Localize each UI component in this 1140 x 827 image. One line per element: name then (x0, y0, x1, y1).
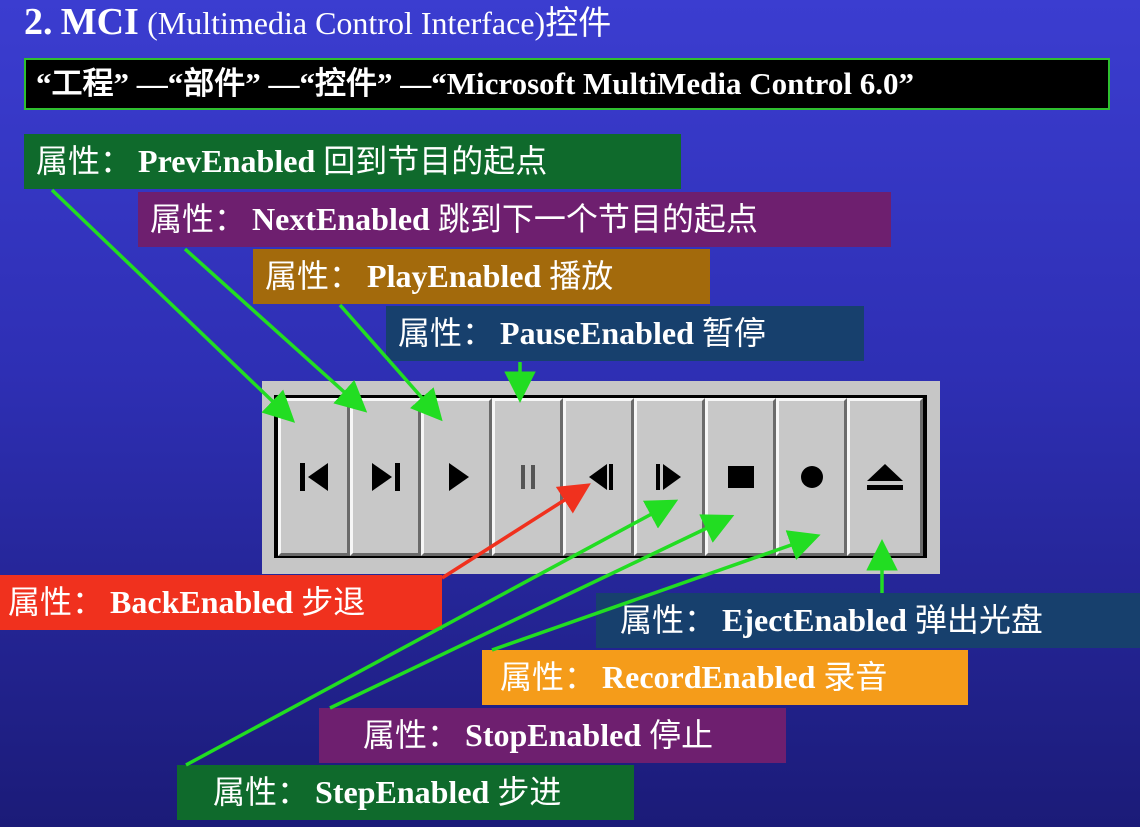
label-desc: 弹出光盘 (914, 602, 1043, 638)
prev-button[interactable] (278, 398, 350, 556)
back-icon (588, 464, 613, 490)
label-prefix: 属性 (398, 315, 463, 351)
label-prefix: 属性 (620, 602, 685, 638)
title-number: 2. (24, 1, 53, 43)
label-colon: ： (100, 143, 133, 179)
label-prev-enabled: 属性：PrevEnabled 回到节目的起点 (24, 134, 681, 189)
label-prop: EjectEnabled (722, 602, 907, 638)
label-prefix: 属性 (36, 143, 101, 179)
label-desc: 步进 (497, 774, 562, 810)
label-prop: PlayEnabled (367, 258, 542, 294)
label-desc: 跳到下一个节目的起点 (437, 201, 758, 237)
label-colon: ： (564, 659, 597, 695)
label-prop: StepEnabled (315, 774, 490, 810)
label-colon: ： (214, 201, 247, 237)
label-colon: ： (329, 258, 362, 294)
label-colon: ： (427, 717, 460, 753)
label-prop: NextEnabled (252, 201, 430, 237)
label-desc: 播放 (549, 258, 614, 294)
label-prefix: 属性 (213, 774, 278, 810)
label-pause-enabled: 属性：PauseEnabled 暂停 (386, 306, 864, 361)
label-desc: 回到节目的起点 (323, 143, 548, 179)
prev-icon (300, 463, 328, 491)
step-icon (655, 464, 681, 490)
title-main: MCI (60, 1, 139, 43)
label-prop: PauseEnabled (500, 315, 694, 351)
label-next-enabled: 属性：NextEnabled 跳到下一个节目的起点 (138, 192, 891, 247)
pause-icon (520, 465, 535, 489)
label-desc: 暂停 (701, 315, 766, 351)
menu-path-bar: “工程” —“部件” —“控件” —“Microsoft MultiMedia … (24, 58, 1110, 110)
label-colon: ： (462, 315, 495, 351)
label-prop: PrevEnabled (138, 143, 316, 179)
label-prop: RecordEnabled (602, 659, 816, 695)
next-icon (371, 463, 400, 491)
play-icon (448, 463, 469, 491)
title-suffix: 控件 (545, 6, 612, 42)
label-prefix: 属性 (500, 659, 565, 695)
label-prefix: 属性 (265, 258, 330, 294)
record-icon (800, 466, 823, 488)
label-desc: 步退 (301, 584, 366, 620)
next-button[interactable] (350, 398, 421, 556)
label-eject-enabled: 属性：EjectEnabled 弹出光盘 (596, 593, 1140, 648)
label-prop: BackEnabled (110, 584, 294, 620)
label-prefix: 属性 (150, 201, 215, 237)
back-button[interactable] (563, 398, 634, 556)
stop-button[interactable] (705, 398, 776, 556)
label-play-enabled: 属性：PlayEnabled 播放 (253, 249, 710, 304)
label-back-enabled: 属性：BackEnabled 步退 (0, 575, 442, 630)
label-prefix: 属性 (8, 584, 73, 620)
record-button[interactable] (776, 398, 847, 556)
label-prefix: 属性 (363, 717, 428, 753)
eject-button[interactable] (847, 398, 923, 556)
label-desc: 停止 (649, 717, 714, 753)
play-button[interactable] (421, 398, 492, 556)
step-button[interactable] (634, 398, 705, 556)
label-stop-enabled: 属性：StopEnabled 停止 (319, 708, 786, 763)
label-prop: StopEnabled (465, 717, 642, 753)
stop-icon (727, 466, 754, 488)
label-colon: ： (684, 602, 717, 638)
eject-icon (867, 464, 903, 490)
page-title: 2. MCI (Multimedia Control Interface)控件 (24, 0, 611, 44)
pause-button[interactable] (492, 398, 563, 556)
label-colon: ： (277, 774, 310, 810)
label-desc: 录音 (823, 659, 888, 695)
label-step-enabled: 属性：StepEnabled 步进 (177, 765, 634, 820)
label-colon: ： (72, 584, 105, 620)
label-record-enabled: 属性：RecordEnabled 录音 (482, 650, 968, 705)
title-paren: (Multimedia Control Interface) (147, 5, 546, 41)
